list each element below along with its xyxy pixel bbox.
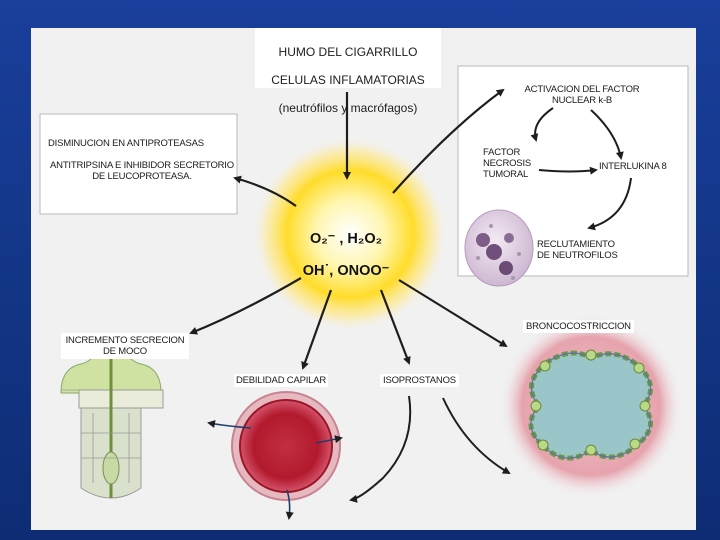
tnf-label: FACTOR NECROSIS TUMORAL <box>483 147 532 180</box>
arrow-isoprostanos-to-broncho <box>442 397 511 475</box>
title-line-3: (neutrófilos y macrófagos) <box>278 101 418 115</box>
arrow-isoprostanos-to-capillary <box>349 395 412 503</box>
nfkb-activation-label: ACTIVACION DEL FACTOR NUCLEAR k-B <box>524 84 640 106</box>
ros-line-2: OH˙, ONOO⁻ <box>302 263 390 279</box>
mucus-secretion-label: INCREMENTO SECRECION DE MOCO <box>61 333 189 359</box>
il8-label: INTERLUKINA 8 <box>599 161 667 172</box>
arrow-center-to-broncho <box>398 279 508 348</box>
arrow-center-to-nfkb <box>392 88 505 194</box>
antiprotease-detail: ANTITRIPSINA E INHIBIDOR SECRETORIO DE L… <box>50 160 234 182</box>
title-line-2: CELULAS INFLAMATORIAS <box>271 73 425 87</box>
title-box <box>255 28 441 88</box>
bronchus-illustration <box>499 314 683 498</box>
title-block: HUMO DEL CIGARRILLO CELULAS INFLAMATORIA… <box>255 31 441 129</box>
arrow-tnf-to-il8 <box>538 166 598 175</box>
mucus-gland-illustration <box>60 343 164 499</box>
diagram-drawing <box>39 65 689 520</box>
title-line-1: HUMO DEL CIGARRILLO <box>278 45 418 59</box>
arrow-nfkb-to-tnf <box>530 107 554 142</box>
bronchoconstriction-label: BRONCOCOSTRICCION <box>523 320 634 333</box>
neutrophil-recruitment-label: RECLUTAMIENTO DE NEUTROFILOS <box>537 239 618 261</box>
reactive-oxygen-species: O₂⁻ , H₂O₂ OH˙, ONOO⁻ <box>291 215 401 295</box>
arrow-center-to-antiprotease <box>233 175 297 207</box>
neutrophil-cell <box>464 209 534 287</box>
antiprotease-heading: DISMINUCION EN ANTIPROTEASAS <box>48 138 204 149</box>
arrow-center-to-isoprostanos <box>379 289 411 365</box>
arrow-center-to-mucus <box>189 277 302 335</box>
arrow-il8-to-recruitment <box>587 177 632 231</box>
isoprostanes-label: ISOPROSTANOS <box>380 374 459 387</box>
arrow-center-to-capillary <box>301 289 333 370</box>
capillary-weakness-label: DEBILIDAD CAPILAR <box>234 374 329 387</box>
capillary-illustration <box>207 391 343 520</box>
antiprotease-box <box>39 113 238 215</box>
diagram-panel: HUMO DEL CIGARRILLO CELULAS INFLAMATORIA… <box>31 28 696 530</box>
ros-line-1: O₂⁻ , H₂O₂ <box>309 231 383 247</box>
arrow-nfkb-to-il8 <box>590 109 624 160</box>
